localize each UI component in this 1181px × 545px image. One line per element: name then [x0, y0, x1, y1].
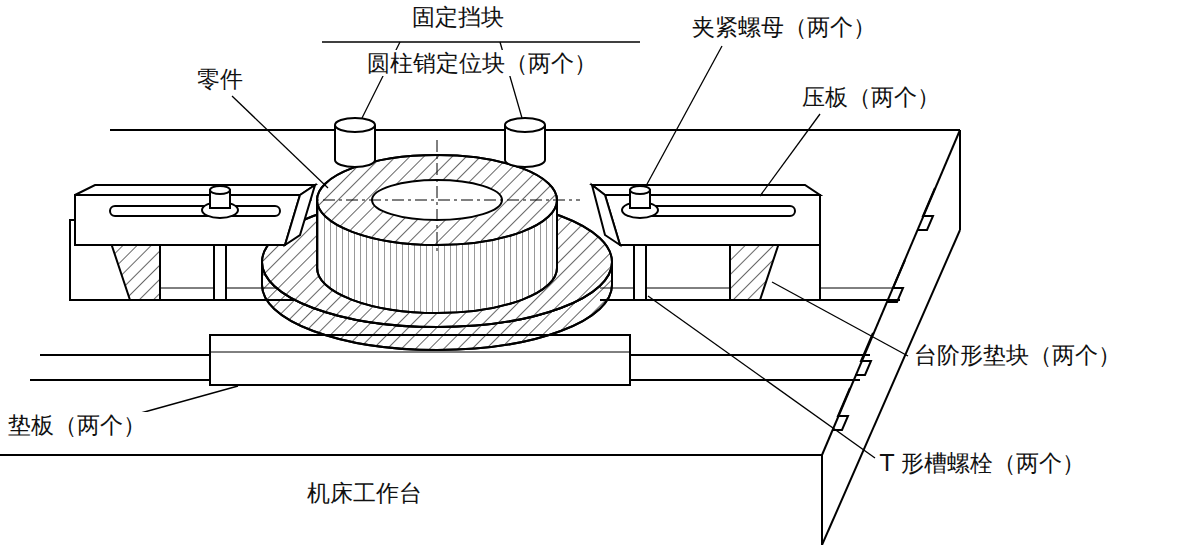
part-label: 垫板（两个） [6, 412, 148, 438]
part-label: 夹紧螺母（两个） [690, 14, 878, 40]
part-label: 零件 [195, 66, 245, 92]
part-label: 机床工作台 [305, 480, 424, 506]
part-label: T 形槽螺栓（两个） [878, 450, 1087, 476]
part-label: 台阶形垫块（两个） [912, 342, 1123, 368]
part-label: 圆柱销定位块（两个） [365, 50, 599, 76]
part-label: 压板（两个） [800, 84, 942, 110]
part-label: 固定挡块 [410, 4, 506, 30]
